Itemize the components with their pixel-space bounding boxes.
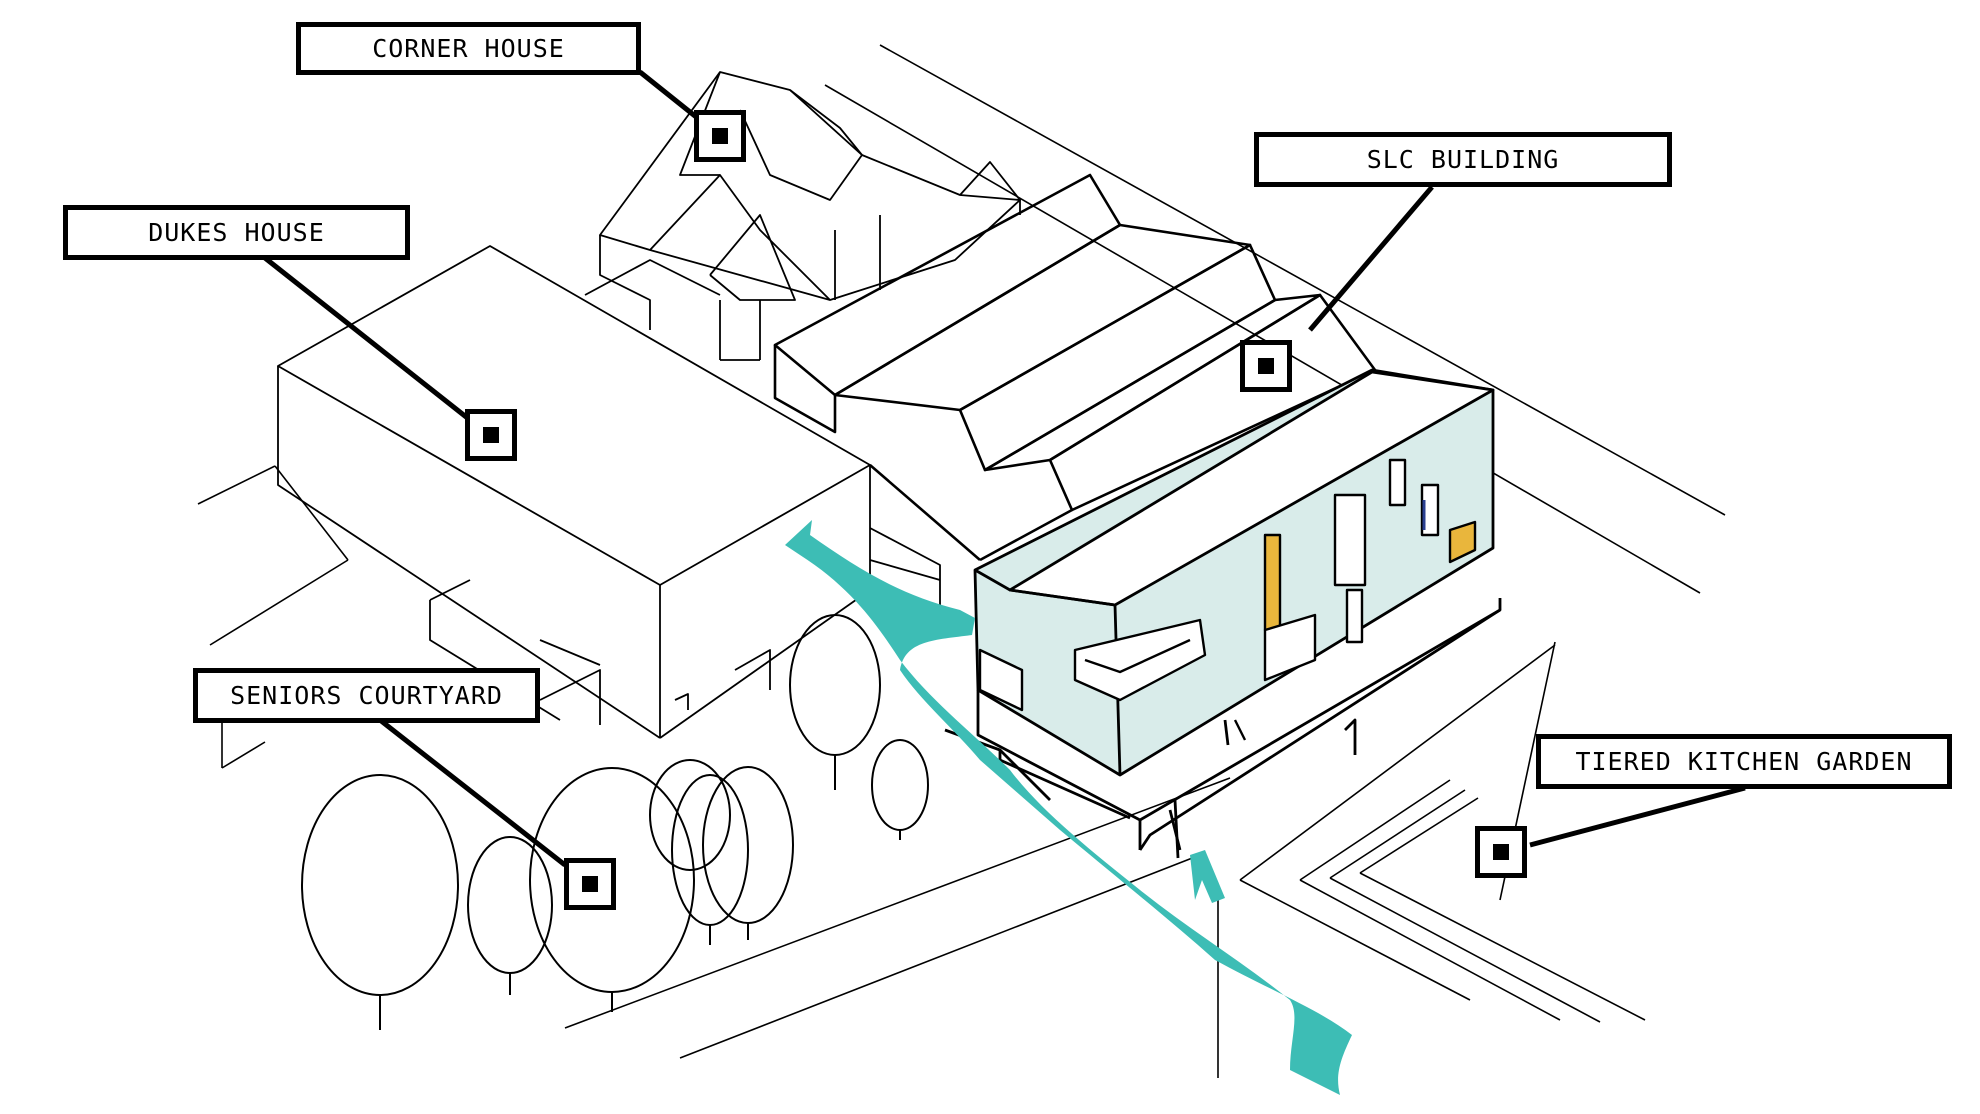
marker-slc-building: [1240, 340, 1292, 392]
tree-canopies: [301, 614, 929, 1030]
label-dukes-house: DUKES HOUSE: [63, 205, 410, 260]
label-seniors-courtyard: SENIORS COURTYARD: [193, 668, 540, 723]
marker-corner-house: [694, 110, 746, 162]
marker-dukes-house: [465, 409, 517, 461]
marker-tiered-kitchen-garden: [1475, 826, 1527, 878]
corner-house-outline: [584, 71, 1021, 361]
circulation-arrows: [785, 520, 1352, 1095]
dukes-house-outline: [277, 245, 941, 739]
marker-seniors-courtyard: [564, 858, 616, 910]
label-slc-building: SLC BUILDING: [1254, 132, 1672, 187]
site-boundary-lines: [197, 44, 1726, 1078]
slc-windows: [978, 458, 1477, 741]
label-tiered-kitchen-garden: TIERED KITCHEN GARDEN: [1536, 734, 1952, 789]
label-corner-house: CORNER HOUSE: [296, 22, 641, 75]
